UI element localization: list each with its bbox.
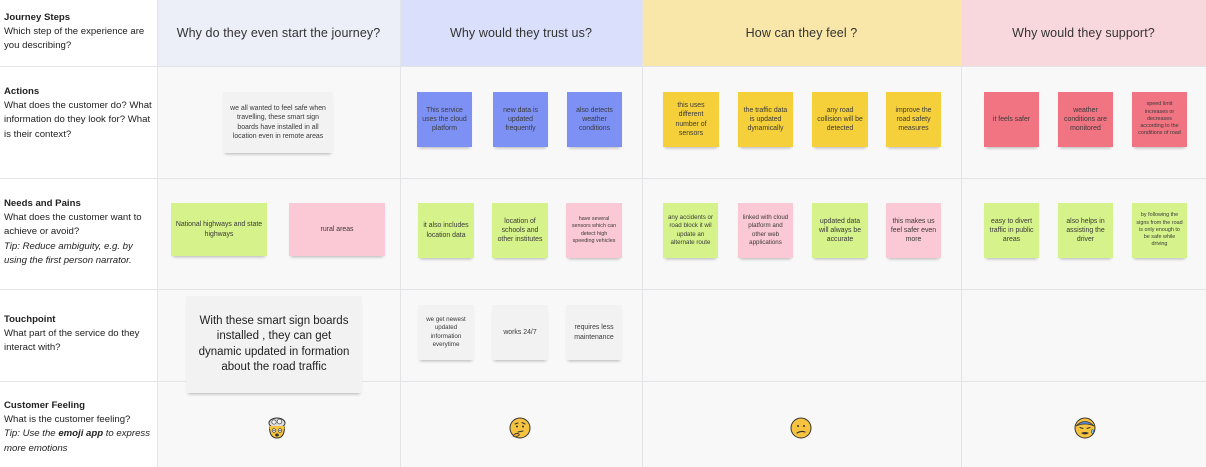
- sticky-text: any road collision will be detected: [817, 106, 863, 133]
- row-label-touchpoint: Touchpoint What part of the service do t…: [4, 313, 154, 356]
- thinking-face-emoji[interactable]: [508, 416, 532, 440]
- row-description: What part of the service do they interac…: [4, 328, 140, 354]
- sticky-note[interactable]: we get newest updated information everyt…: [418, 305, 474, 360]
- row-label-customer-feeling: Customer Feeling What is the customer fe…: [4, 399, 154, 456]
- sticky-note[interactable]: new data is updated frequently: [493, 92, 548, 147]
- sticky-text: new data is updated frequently: [503, 106, 538, 133]
- sticky-note[interactable]: linked with cloud platform and other web…: [738, 203, 793, 258]
- row-label-actions: Actions What does the customer do? What …: [4, 85, 154, 142]
- sticky-note[interactable]: rural areas: [289, 203, 385, 256]
- row-tip: Tip: Use the emoji app to express more e…: [4, 427, 154, 455]
- sticky-text: this makes us feel safer even more: [890, 217, 937, 244]
- sticky-note[interactable]: also helps in assisting the driver: [1058, 203, 1113, 258]
- column-header-4[interactable]: Why would they support?: [961, 0, 1206, 66]
- sticky-text: requires less maintenance: [574, 324, 614, 341]
- row-title: Needs and Pains: [4, 198, 81, 209]
- column-header-3[interactable]: How can they feel ?: [642, 0, 961, 66]
- sticky-text: works 24/7: [503, 328, 537, 336]
- sticky-text: speed limit increases or decreases accor…: [1138, 101, 1181, 137]
- sticky-note[interactable]: it also includes location data: [418, 203, 474, 258]
- row-title: Actions: [4, 86, 40, 97]
- sticky-note[interactable]: location of schools and other institutes: [492, 203, 548, 258]
- sticky-text: National highways and state highways: [175, 221, 263, 238]
- sticky-text: easy to divert traffic in public areas: [989, 217, 1034, 244]
- sticky-note[interactable]: updated data will always be accurate: [812, 203, 868, 258]
- sticky-text: linked with cloud platform and other web…: [742, 214, 789, 246]
- sticky-note[interactable]: easy to divert traffic in public areas: [984, 203, 1039, 258]
- tip-suffix: to express more emotions: [4, 428, 151, 454]
- sticky-text: also detects weather conditions: [576, 106, 613, 133]
- row-divider: [0, 381, 1206, 382]
- sticky-text: also helps in assisting the driver: [1066, 217, 1105, 244]
- row-divider: [0, 66, 1206, 67]
- sticky-text: any accidents or road block it wil updat…: [667, 214, 714, 246]
- sticky-note[interactable]: by following the signs from the road is …: [1132, 203, 1187, 258]
- row-label-journey-steps: Journey Steps Which step of the experien…: [4, 11, 154, 54]
- column-divider: [400, 0, 401, 467]
- column-header-1[interactable]: Why do they even start the journey?: [157, 0, 400, 66]
- sticky-text: weather conditions are monitored: [1064, 106, 1107, 133]
- row-title: Customer Feeling: [4, 400, 86, 411]
- sticky-text: by following the signs from the road is …: [1136, 212, 1183, 248]
- sticky-text: we get newest updated information everyt…: [426, 316, 466, 348]
- row-title: Journey Steps: [4, 12, 71, 23]
- sticky-text: the traffic data is updated dynamically: [743, 106, 788, 133]
- hot-face-emoji[interactable]: [1073, 416, 1097, 440]
- column-divider: [961, 0, 962, 467]
- column-header-2-label: Why would they trust us?: [449, 26, 593, 40]
- sticky-note[interactable]: any road collision will be detected: [812, 92, 868, 147]
- row-description: Which step of the experience are you des…: [4, 26, 145, 52]
- sticky-note[interactable]: have several sensors which can detect hi…: [566, 203, 622, 258]
- sticky-note[interactable]: weather conditions are monitored: [1058, 92, 1113, 147]
- sticky-note-large[interactable]: With these smart sign boards installed ,…: [186, 296, 362, 393]
- sticky-text: this uses different number of sensors: [675, 102, 707, 137]
- sticky-text: have several sensors which can detect hi…: [571, 216, 617, 244]
- column-header-3-label: How can they feel ?: [745, 26, 858, 40]
- sticky-note[interactable]: improve the road safety measures: [886, 92, 941, 147]
- exploding-head-emoji[interactable]: [265, 416, 289, 440]
- sticky-text: it also includes location data: [423, 222, 469, 239]
- sticky-text: location of schools and other institutes: [497, 217, 543, 244]
- row-divider: [0, 178, 1206, 179]
- row-description: What does the customer do? What informat…: [4, 100, 152, 140]
- column-divider: [642, 0, 643, 467]
- sticky-note[interactable]: this makes us feel safer even more: [886, 203, 941, 258]
- column-header-1-label: Why do they even start the journey?: [176, 26, 381, 40]
- column-header-4-label: Why would they support?: [1012, 26, 1155, 40]
- sticky-note[interactable]: we all wanted to feel safe when travelli…: [223, 92, 333, 153]
- row-description: What does the customer want to achieve o…: [4, 212, 142, 238]
- tip-emoji-app: emoji app: [58, 428, 104, 440]
- sticky-text: updated data will always be accurate: [818, 217, 862, 244]
- sticky-note[interactable]: also detects weather conditions: [567, 92, 622, 147]
- sticky-text: improve the road safety measures: [895, 106, 932, 133]
- sticky-text: rural areas: [320, 225, 354, 233]
- sticky-note[interactable]: this uses different number of sensors: [663, 92, 719, 147]
- tip-prefix: Tip: Use the: [4, 428, 59, 440]
- sticky-note[interactable]: This service uses the cloud platform: [417, 92, 472, 147]
- row-title: Touchpoint: [4, 314, 56, 325]
- sticky-note[interactable]: National highways and state highways: [171, 203, 267, 256]
- sticky-note[interactable]: it feels safer: [984, 92, 1039, 147]
- sticky-note[interactable]: works 24/7: [492, 305, 548, 360]
- column-header-2[interactable]: Why would they trust us?: [400, 0, 642, 66]
- sticky-note[interactable]: requires less maintenance: [566, 305, 622, 360]
- sticky-note[interactable]: any accidents or road block it wil updat…: [663, 203, 718, 258]
- confused-face-emoji[interactable]: [789, 416, 813, 440]
- row-tip: Tip: Reduce ambiguity, e.g. by using the…: [4, 240, 133, 266]
- row-description: What is the customer feeling?: [4, 414, 131, 426]
- sticky-text: it feels safer: [992, 115, 1031, 123]
- row-label-needs-and-pains: Needs and Pains What does the customer w…: [4, 197, 154, 268]
- column-divider: [157, 0, 158, 467]
- sticky-text: we all wanted to feel safe when travelli…: [230, 105, 326, 140]
- sticky-note[interactable]: the traffic data is updated dynamically: [738, 92, 793, 147]
- sticky-note[interactable]: speed limit increases or decreases accor…: [1132, 92, 1187, 147]
- sticky-text: With these smart sign boards installed ,…: [198, 314, 350, 374]
- sticky-text: This service uses the cloud platform: [422, 106, 467, 133]
- row-divider: [0, 289, 1206, 290]
